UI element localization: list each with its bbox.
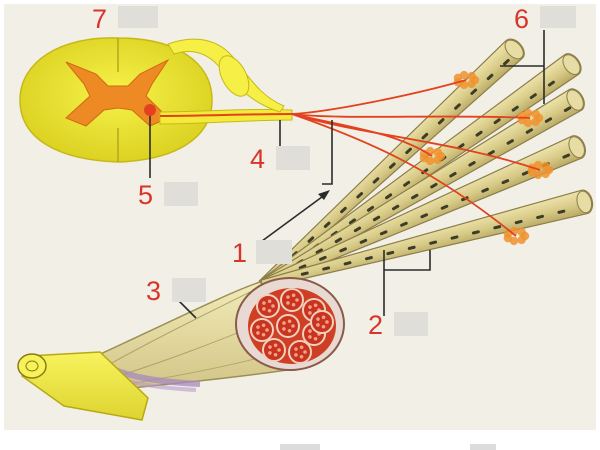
fascicle <box>251 319 273 341</box>
fascicle-fiber <box>262 301 266 305</box>
fascicle-outline <box>277 315 299 337</box>
motor-neuron-cell-body <box>144 104 156 116</box>
label-3: 3 <box>146 276 206 306</box>
end-plate-dot <box>433 156 441 164</box>
fascicle-fiber <box>288 329 292 333</box>
fascicle <box>281 289 303 311</box>
end-plate-dot <box>517 236 525 244</box>
fascicle-fiber <box>262 333 266 337</box>
fascicle-fiber <box>295 298 299 302</box>
fascicle-fiber <box>274 343 278 347</box>
label-5-cover <box>164 182 198 206</box>
end-plate-dot <box>542 162 550 170</box>
fascicle-fiber <box>256 331 260 335</box>
label-1-cover <box>256 240 292 264</box>
fascicle <box>257 295 279 317</box>
fascicle-fiber <box>294 347 298 351</box>
fascicle-fiber <box>308 329 312 333</box>
fascicle-fiber <box>277 348 281 352</box>
end-plate-dot <box>541 170 549 178</box>
fascicle-fiber <box>308 335 312 339</box>
label-4-cover <box>276 146 310 170</box>
muscle-cross-section <box>236 278 344 370</box>
fascicle-fiber <box>314 303 318 307</box>
label-7-cover <box>118 6 158 28</box>
fascicle-fiber <box>303 350 307 354</box>
fascicle-fiber <box>291 324 295 328</box>
fascicle <box>311 311 333 333</box>
fascicle-fiber <box>300 355 304 359</box>
fascicle-fiber <box>282 321 286 325</box>
end-plate-dot <box>518 228 526 236</box>
label-3-text: 3 <box>146 276 161 306</box>
fascicle-fiber <box>316 323 320 327</box>
fascicle-fiber <box>314 337 318 341</box>
label-3-cover <box>172 278 206 302</box>
fascicle-fiber <box>322 325 326 329</box>
label-2: 2 <box>368 310 428 340</box>
fascicle-fiber <box>274 353 278 357</box>
end-plate-dot <box>531 118 539 126</box>
label-6-cover <box>540 6 576 28</box>
fascicle-fiber <box>308 311 312 315</box>
fascicle-fiber <box>292 293 296 297</box>
fascicle-outline <box>311 311 333 333</box>
fascicle-fiber <box>256 325 260 329</box>
end-plate-dot <box>460 71 468 79</box>
end-plate-dot <box>524 109 532 117</box>
fascicle-fiber <box>282 327 286 331</box>
bottom-blank-1 <box>280 444 320 450</box>
fascicle-fiber <box>271 304 275 308</box>
fascicle-fiber <box>322 315 326 319</box>
fascicle-outline <box>263 339 285 361</box>
fascicle-outline <box>257 295 279 317</box>
fascicle-fiber <box>308 305 312 309</box>
fascicle-outline <box>281 289 303 311</box>
label-7-text: 7 <box>92 4 107 34</box>
fascicle-fiber <box>325 320 329 324</box>
label-5-text: 5 <box>138 180 153 210</box>
label-6-text: 6 <box>514 4 529 34</box>
label-1: 1 <box>232 238 292 268</box>
fascicle-fiber <box>262 307 266 311</box>
fascicle-fiber <box>268 351 272 355</box>
fascicle-fiber <box>268 299 272 303</box>
fascicle-outline <box>289 341 311 363</box>
fascicle-fiber <box>316 317 320 321</box>
fascicle-fiber <box>294 353 298 357</box>
bottom-blank-2 <box>470 444 496 450</box>
fascicle-fiber <box>265 328 269 332</box>
fascicle-fiber <box>292 303 296 307</box>
fascicle <box>277 315 299 337</box>
end-plate-dot <box>532 110 540 118</box>
fascicle-fiber <box>300 345 304 349</box>
tendon-end <box>18 354 46 378</box>
label-4-text: 4 <box>250 144 265 174</box>
fascicle <box>289 341 311 363</box>
fascicle <box>263 339 285 361</box>
fascicle-outline <box>251 319 273 341</box>
end-plate-dot <box>434 148 442 156</box>
fascicle-fiber <box>286 295 290 299</box>
label-2-text: 2 <box>368 310 383 340</box>
fascicle-fiber <box>288 319 292 323</box>
end-plate-dot <box>467 80 475 88</box>
fascicle-fiber <box>268 345 272 349</box>
fascicle-fiber <box>268 309 272 313</box>
fascicle-fiber <box>286 301 290 305</box>
label-4: 4 <box>250 144 310 174</box>
fascicle-fiber <box>262 323 266 327</box>
label-1-text: 1 <box>232 238 247 268</box>
label-2-cover <box>394 312 428 336</box>
end-plate-dot <box>468 72 476 80</box>
label-5: 5 <box>138 180 198 210</box>
